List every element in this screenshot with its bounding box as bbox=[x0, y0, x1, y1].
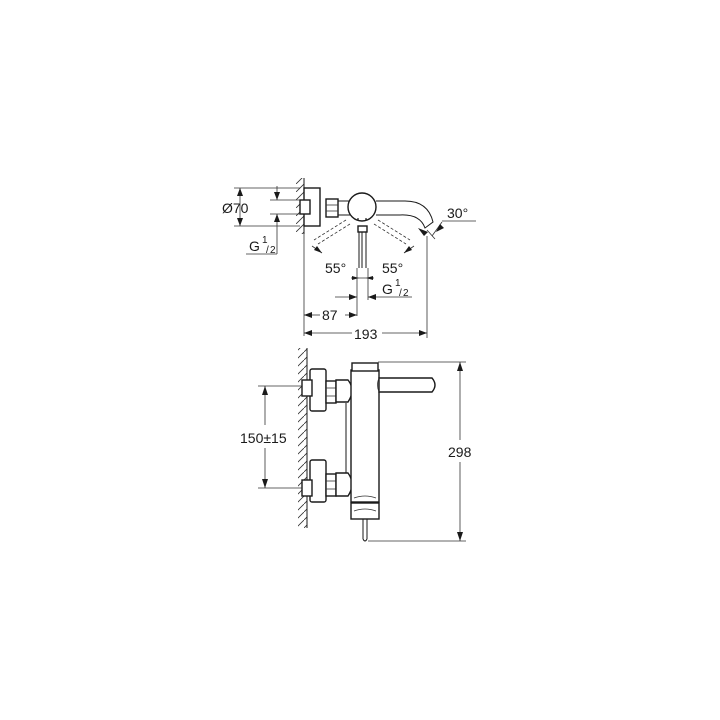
angle-left-label: 55° bbox=[325, 260, 346, 276]
handle-knob bbox=[347, 192, 377, 222]
diameter-label: Ø70 bbox=[222, 200, 249, 216]
side-lever bbox=[378, 377, 436, 393]
svg-text:/: / bbox=[399, 288, 402, 299]
svg-text:G: G bbox=[249, 238, 260, 254]
svg-text:1: 1 bbox=[262, 235, 268, 246]
angle-right-label: 55° bbox=[382, 260, 403, 276]
left-thread-label: G 1 / 2 bbox=[249, 235, 276, 256]
svg-text:2: 2 bbox=[403, 288, 409, 299]
bottom-thread-label: G 1 / 2 bbox=[382, 278, 409, 299]
dim-87-label: 87 bbox=[322, 307, 338, 323]
lever bbox=[357, 225, 368, 233]
svg-text:1: 1 bbox=[395, 278, 401, 289]
nut bbox=[325, 198, 339, 218]
dim-centers-label: 150±15 bbox=[240, 430, 287, 446]
top-view: 30° Ø70 G 1 / 2 55° 55° bbox=[222, 178, 476, 342]
svg-text:/: / bbox=[266, 245, 269, 256]
svg-text:G: G bbox=[382, 281, 393, 297]
spout-angle-label: 30° bbox=[447, 205, 468, 221]
wall-hatch-side bbox=[298, 348, 307, 528]
spout bbox=[399, 200, 434, 229]
side-view: 150±15 298 bbox=[240, 348, 472, 542]
mixer-body bbox=[350, 369, 380, 503]
dim-193-label: 193 bbox=[354, 326, 378, 342]
svg-text:2: 2 bbox=[270, 245, 276, 256]
dim-height-label: 298 bbox=[448, 444, 472, 460]
